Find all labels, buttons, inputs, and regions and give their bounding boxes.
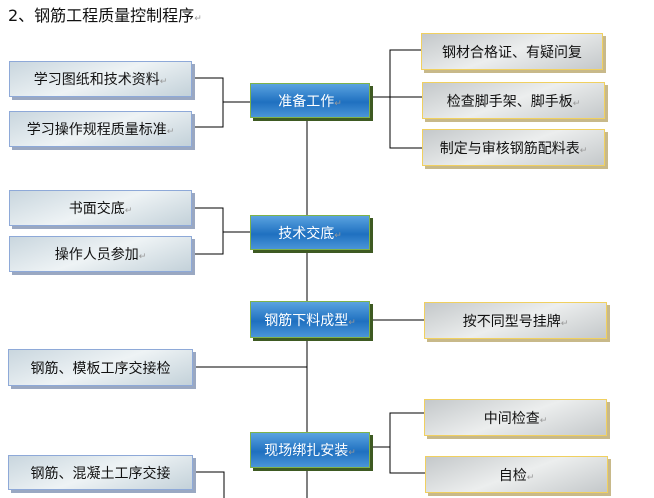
box-study-drawings: 学习图纸和技术资料 <box>9 61 192 97</box>
box-label: 钢筋、模板工序交接检 <box>30 360 171 377</box>
box-label: 自检 <box>499 465 535 485</box>
box-operators-attend: 操作人员参加 <box>9 236 192 272</box>
box-label: 中间检查 <box>484 408 548 428</box>
step-technical-briefing: 技术交底 <box>250 215 370 250</box>
box-tag-by-type: 按不同型号挂牌 <box>424 302 607 339</box>
box-material-certificate: 钢材合格证、有疑问复 <box>421 33 603 70</box>
step-label: 钢筋下料成型 <box>264 310 356 330</box>
step-cutting-forming: 钢筋下料成型 <box>250 301 370 338</box>
step-label: 现场绑扎安装 <box>264 440 356 460</box>
page-title: 2、钢筋工程质量控制程序 <box>8 2 202 26</box>
box-label: 书面交底 <box>69 198 133 218</box>
box-study-standards: 学习操作规程质量标准 <box>9 111 192 147</box>
box-label: 学习操作规程质量标准 <box>27 119 175 139</box>
step-label: 技术交底 <box>278 223 342 243</box>
box-concrete-handover: 钢筋、混凝土工序交接 <box>8 455 193 490</box>
box-label: 操作人员参加 <box>55 244 147 264</box>
box-check-scaffold: 检查脚手架、脚手板 <box>422 82 605 119</box>
box-label: 钢筋、混凝土工序交接 <box>30 465 171 482</box>
box-self-check: 自检 <box>425 456 608 493</box>
box-intermediate-check: 中间检查 <box>424 399 607 436</box>
step-label: 准备工作 <box>278 91 342 111</box>
box-label: 钢材合格证、有疑问复 <box>442 44 582 61</box>
box-written-briefing: 书面交底 <box>9 190 192 226</box>
box-label: 学习图纸和技术资料 <box>34 69 168 89</box>
box-label: 制定与审核钢筋配料表 <box>440 138 588 158</box>
box-bar-schedule: 制定与审核钢筋配料表 <box>422 129 605 166</box>
step-onsite-binding: 现场绑扎安装 <box>250 432 370 468</box>
step-preparation: 准备工作 <box>250 83 370 118</box>
box-formwork-handover: 钢筋、模板工序交接检 <box>8 349 193 386</box>
box-label: 检查脚手架、脚手板 <box>447 91 581 111</box>
box-label: 按不同型号挂牌 <box>463 311 569 331</box>
